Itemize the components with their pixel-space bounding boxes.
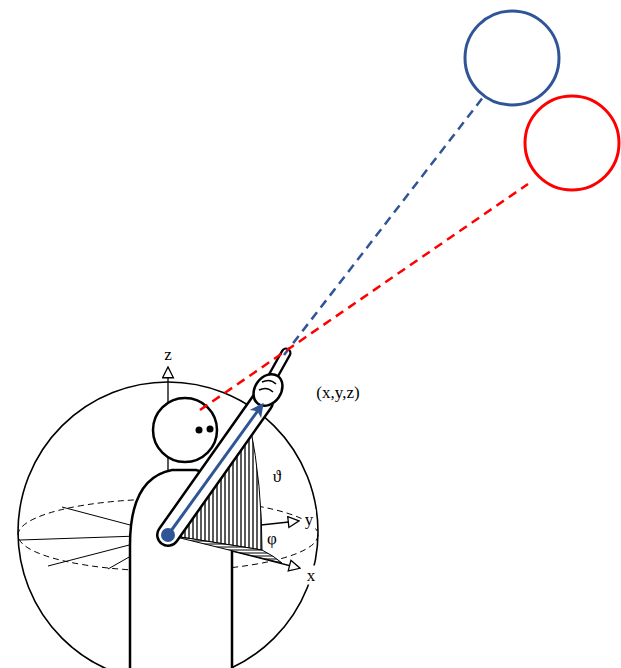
red-target: [525, 96, 619, 190]
blue-ray: [284, 96, 484, 355]
angle-label: φ: [265, 529, 279, 548]
eye: [196, 427, 203, 434]
axis-label: z: [162, 345, 174, 364]
coordinate-label: (x,y,z): [314, 383, 361, 402]
eye: [207, 426, 214, 433]
shoulder-joint: [161, 528, 175, 542]
arm-outline: [168, 402, 262, 535]
red-ray: [200, 184, 528, 410]
blue-target: [465, 11, 559, 105]
angle-label: ϑ: [271, 467, 283, 486]
pointing-vector: [168, 405, 262, 535]
arm: [168, 402, 262, 535]
head: [153, 398, 217, 462]
sphere: [18, 382, 318, 668]
axis-label: x: [305, 566, 318, 585]
axis-label: y: [303, 510, 316, 529]
